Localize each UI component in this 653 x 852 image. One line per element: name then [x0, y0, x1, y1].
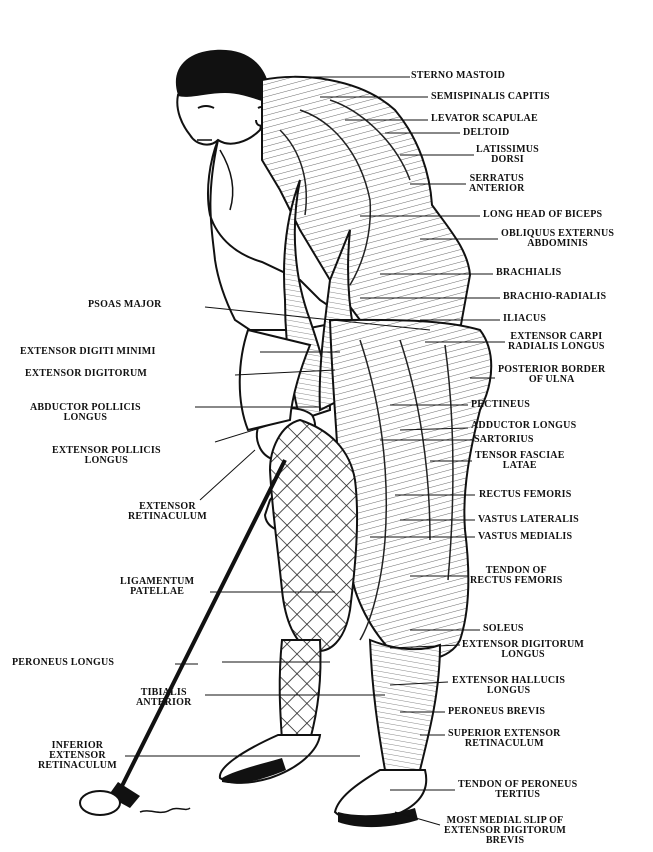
label-extensor-digitorum: EXTENSOR DIGITORUM	[25, 369, 147, 379]
label-deltoid: DELTOID	[463, 128, 509, 138]
label-extensor-digiti-minimi: EXTENSOR DIGITI MINIMI	[20, 347, 156, 357]
label-posterior-border-ulna: POSTERIOR BORDER OF ULNA	[498, 365, 605, 385]
label-superior-extensor: SUPERIOR EXTENSOR RETINACULUM	[448, 729, 561, 749]
label-inferior-extensor: INFERIOR EXTENSOR RETINACULUM	[38, 741, 117, 771]
label-extensor-retinaculum: EXTENSOR RETINACULUM	[128, 502, 207, 522]
label-brachio-radialis: BRACHIO-RADIALIS	[503, 292, 606, 302]
label-serratus-anterior: SERRATUS ANTERIOR	[469, 174, 525, 194]
label-vastus-lateralis: VASTUS LATERALIS	[478, 515, 579, 525]
label-extensor-pollicis: EXTENSOR POLLICIS LONGUS	[52, 446, 161, 466]
label-tensor-fasciae: TENSOR FASCIAE LATAE	[475, 451, 565, 471]
label-extensor-hallucis: EXTENSOR HALLUCIS LONGUS	[452, 676, 565, 696]
label-sartorius: SARTORIUS	[474, 435, 534, 445]
label-sterno-mastoid: STERNO MASTOID	[411, 71, 505, 81]
label-latissimus-dorsi: LATISSIMUS DORSI	[476, 145, 539, 165]
label-tendon-peroneus-tertius: TENDON OF PERONEUS TERTIUS	[458, 780, 577, 800]
label-semispinalis-capitis: SEMISPINALIS CAPITIS	[431, 92, 550, 102]
label-extensor-carpi: EXTENSOR CARPI RADIALIS LONGUS	[508, 332, 605, 352]
label-abductor-pollicis: ABDUCTOR POLLICIS LONGUS	[30, 403, 141, 423]
label-ligamentum-patellae: LIGAMENTUM PATELLAE	[120, 577, 194, 597]
label-obliquus-externus: OBLIQUUS EXTERNUS ABDOMINIS	[501, 229, 614, 249]
label-levator-scapulae: LEVATOR SCAPULAE	[431, 114, 538, 124]
label-vastus-medialis: VASTUS MEDIALIS	[478, 532, 572, 542]
label-psoas-major: PSOAS MAJOR	[88, 300, 162, 310]
golf-ball	[80, 791, 120, 815]
label-soleus: SOLEUS	[483, 624, 524, 634]
label-peroneus-longus: PERONEUS LONGUS	[12, 658, 114, 668]
label-peroneus-brevis: PERONEUS BREVIS	[448, 707, 545, 717]
label-most-medial-slip: MOST MEDIAL SLIP OF EXTENSOR DIGITORUM B…	[444, 816, 566, 846]
label-long-head-biceps: LONG HEAD OF BICEPS	[483, 210, 602, 220]
label-tibialis-anterior: TIBIALIS ANTERIOR	[136, 688, 192, 708]
label-pectineus: PECTINEUS	[471, 400, 530, 410]
label-adductor-longus: ADDUCTOR LONGUS	[471, 421, 576, 431]
label-tendon-rectus: TENDON OF RECTUS FEMORIS	[470, 566, 563, 586]
label-iliacus: ILIACUS	[503, 314, 546, 324]
label-extensor-digitorum-longus: EXTENSOR DIGITORUM LONGUS	[462, 640, 584, 660]
label-rectus-femoris: RECTUS FEMORIS	[479, 490, 572, 500]
head	[176, 50, 268, 145]
label-brachialis: BRACHIALIS	[496, 268, 561, 278]
